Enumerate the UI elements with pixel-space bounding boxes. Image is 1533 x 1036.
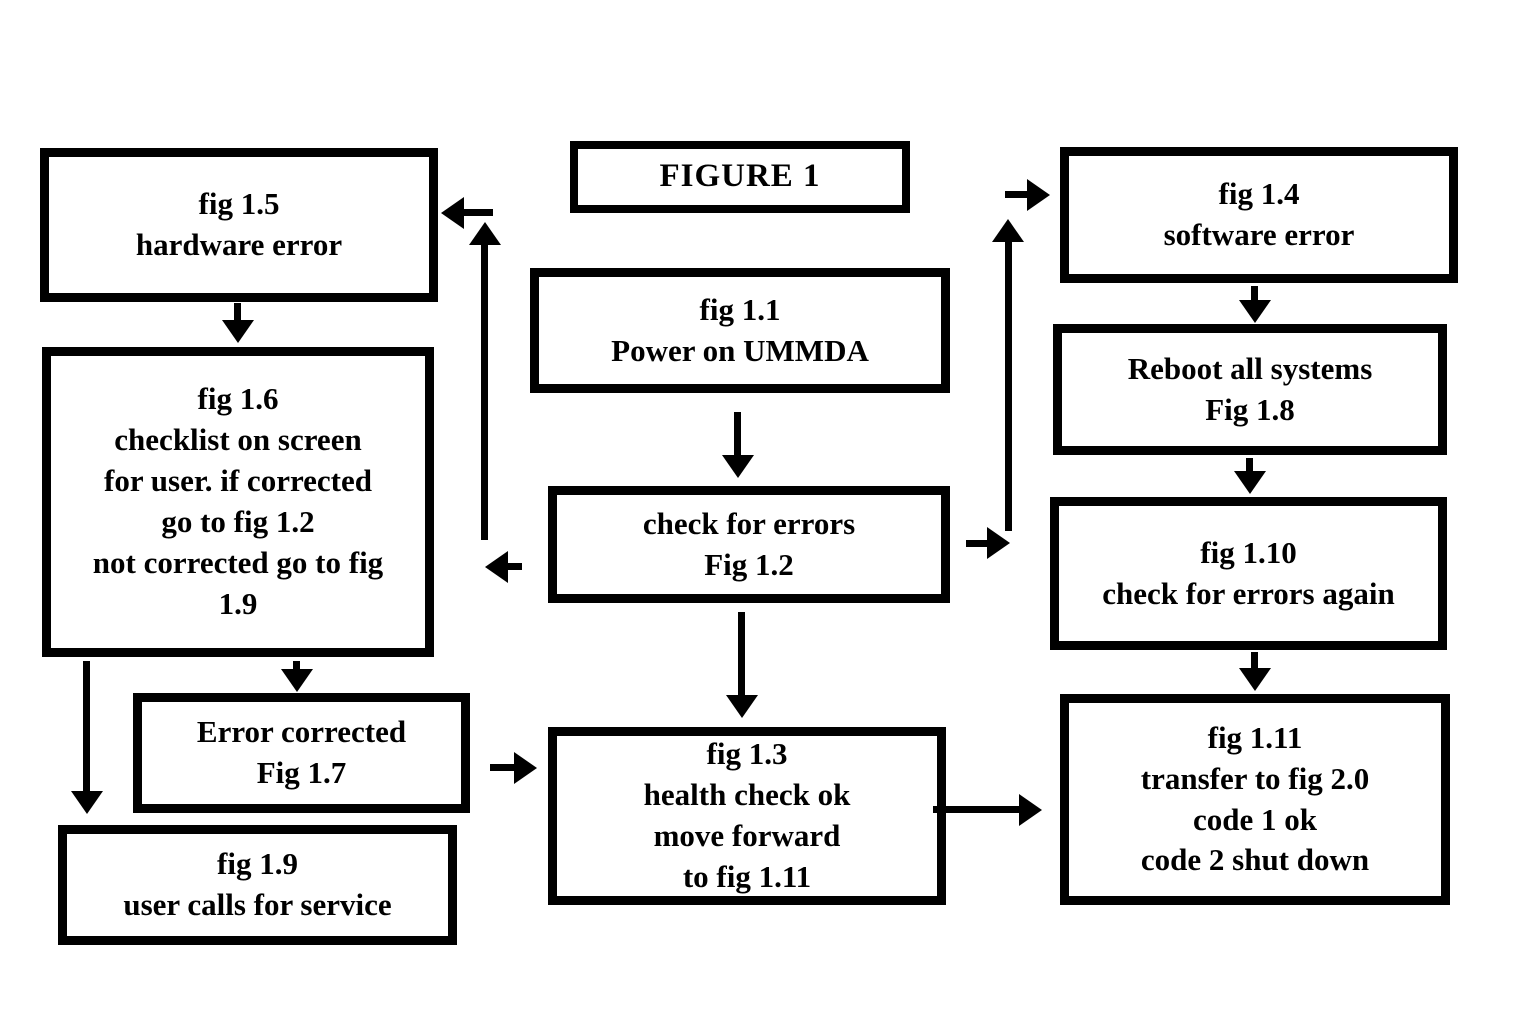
arrow-head-down-icon (726, 695, 758, 718)
node-text-line: Power on UMMDA (611, 332, 869, 368)
node-text-line: not corrected go to fig (92, 544, 384, 580)
figure-title: FIGURE 1 (659, 158, 821, 195)
node-text-line: 1.9 (218, 585, 258, 621)
node-text-line: fig 1.3 (706, 736, 788, 772)
node-text-line: go to fig 1.2 (161, 504, 315, 539)
node-text-line: check for errors (642, 505, 856, 541)
node-text-line: code 2 shut down (1140, 842, 1370, 878)
node-text-line: fig 1.4 (1218, 176, 1300, 212)
node-fig1-11-transfer: fig 1.11 transfer to fig 2.0 code 1 ok c… (1060, 694, 1450, 905)
node-fig1-2-check-for-errors: check for errors Fig 1.2 (548, 486, 950, 603)
node-text-line: software error (1163, 217, 1355, 252)
arrow-head-up-icon (469, 222, 501, 245)
arrow-head-down-icon (1234, 471, 1266, 494)
node-fig1-8-reboot-all-systems: Reboot all systems Fig 1.8 (1053, 324, 1447, 455)
node-text-line: fig 1.5 (198, 186, 280, 222)
node-text-line: fig 1.6 (197, 381, 279, 417)
node-fig1-9-user-calls-service: fig 1.9 user calls for service (58, 825, 457, 945)
arrow-shaft (490, 764, 514, 771)
node-text-line: to fig 1.11 (682, 858, 812, 894)
arrow-head-right-icon (1027, 179, 1050, 211)
node-fig1-1-power-on: fig 1.1 Power on UMMDA (530, 268, 950, 393)
node-text-line: user calls for service (123, 887, 392, 922)
node-text-line: code 1 ok (1193, 801, 1317, 837)
arrow-shaft (966, 540, 987, 547)
arrow-head-down-icon (722, 455, 754, 478)
arrow-head-right-icon (987, 527, 1010, 559)
arrow-head-right-icon (514, 752, 537, 784)
arrow-shaft (1005, 191, 1027, 198)
node-text-line: fig 1.9 (217, 846, 298, 882)
figure-title-box: FIGURE 1 (570, 141, 910, 213)
node-fig1-7-error-corrected: Error corrected Fig 1.7 (133, 693, 470, 813)
arrow-shaft (1005, 241, 1012, 531)
node-fig1-4-software-error: fig 1.4 software error (1060, 147, 1458, 283)
arrow-shaft (83, 661, 90, 793)
node-text-line: hardware error (135, 227, 343, 262)
arrow-shaft (1246, 458, 1253, 473)
arrow-shaft (293, 661, 300, 671)
arrow-head-left-icon (441, 197, 464, 229)
node-text-line: fig 1.1 (699, 291, 781, 327)
node-text-line: Fig 1.8 (1205, 391, 1295, 427)
arrow-head-right-icon (1019, 794, 1042, 826)
node-text-line: check for errors again (1102, 575, 1395, 611)
arrow-head-up-icon (992, 219, 1024, 242)
node-fig1-3-health-check: fig 1.3 health check ok move forward to … (548, 727, 946, 905)
node-text-line: move forward (653, 818, 841, 853)
node-text-line: for user. if corrected (104, 463, 372, 499)
arrow-head-down-icon (1239, 300, 1271, 323)
arrow-shaft (234, 303, 241, 322)
arrow-head-down-icon (222, 320, 254, 343)
node-text-line: fig 1.11 (1207, 719, 1303, 755)
arrow-head-down-icon (1239, 668, 1271, 691)
node-text-line: Reboot all systems (1127, 350, 1373, 386)
node-text-line: fig 1.10 (1200, 534, 1297, 570)
arrow-head-left-icon (485, 551, 508, 583)
arrow-head-down-icon (281, 669, 313, 692)
arrow-shaft (734, 412, 741, 456)
arrow-shaft (738, 612, 745, 696)
arrow-shaft (464, 209, 493, 216)
arrow-shaft (933, 806, 1019, 813)
node-fig1-5-hardware-error: fig 1.5 hardware error (40, 148, 438, 302)
arrow-head-down-icon (71, 791, 103, 814)
node-text-line: transfer to fig 2.0 (1140, 760, 1370, 796)
arrow-shaft (1251, 286, 1258, 302)
node-fig1-6-checklist: fig 1.6 checklist on screen for user. if… (42, 347, 434, 657)
arrow-shaft (1251, 652, 1258, 670)
arrow-shaft (481, 245, 488, 540)
arrow-shaft (508, 563, 522, 570)
node-text-line: checklist on screen (114, 422, 362, 458)
node-fig1-10-check-errors-again: fig 1.10 check for errors again (1050, 497, 1447, 650)
node-text-line: Fig 1.7 (256, 755, 347, 790)
node-text-line: health check ok (643, 777, 851, 813)
node-text-line: Error corrected (196, 714, 407, 750)
node-text-line: Fig 1.2 (704, 546, 794, 582)
